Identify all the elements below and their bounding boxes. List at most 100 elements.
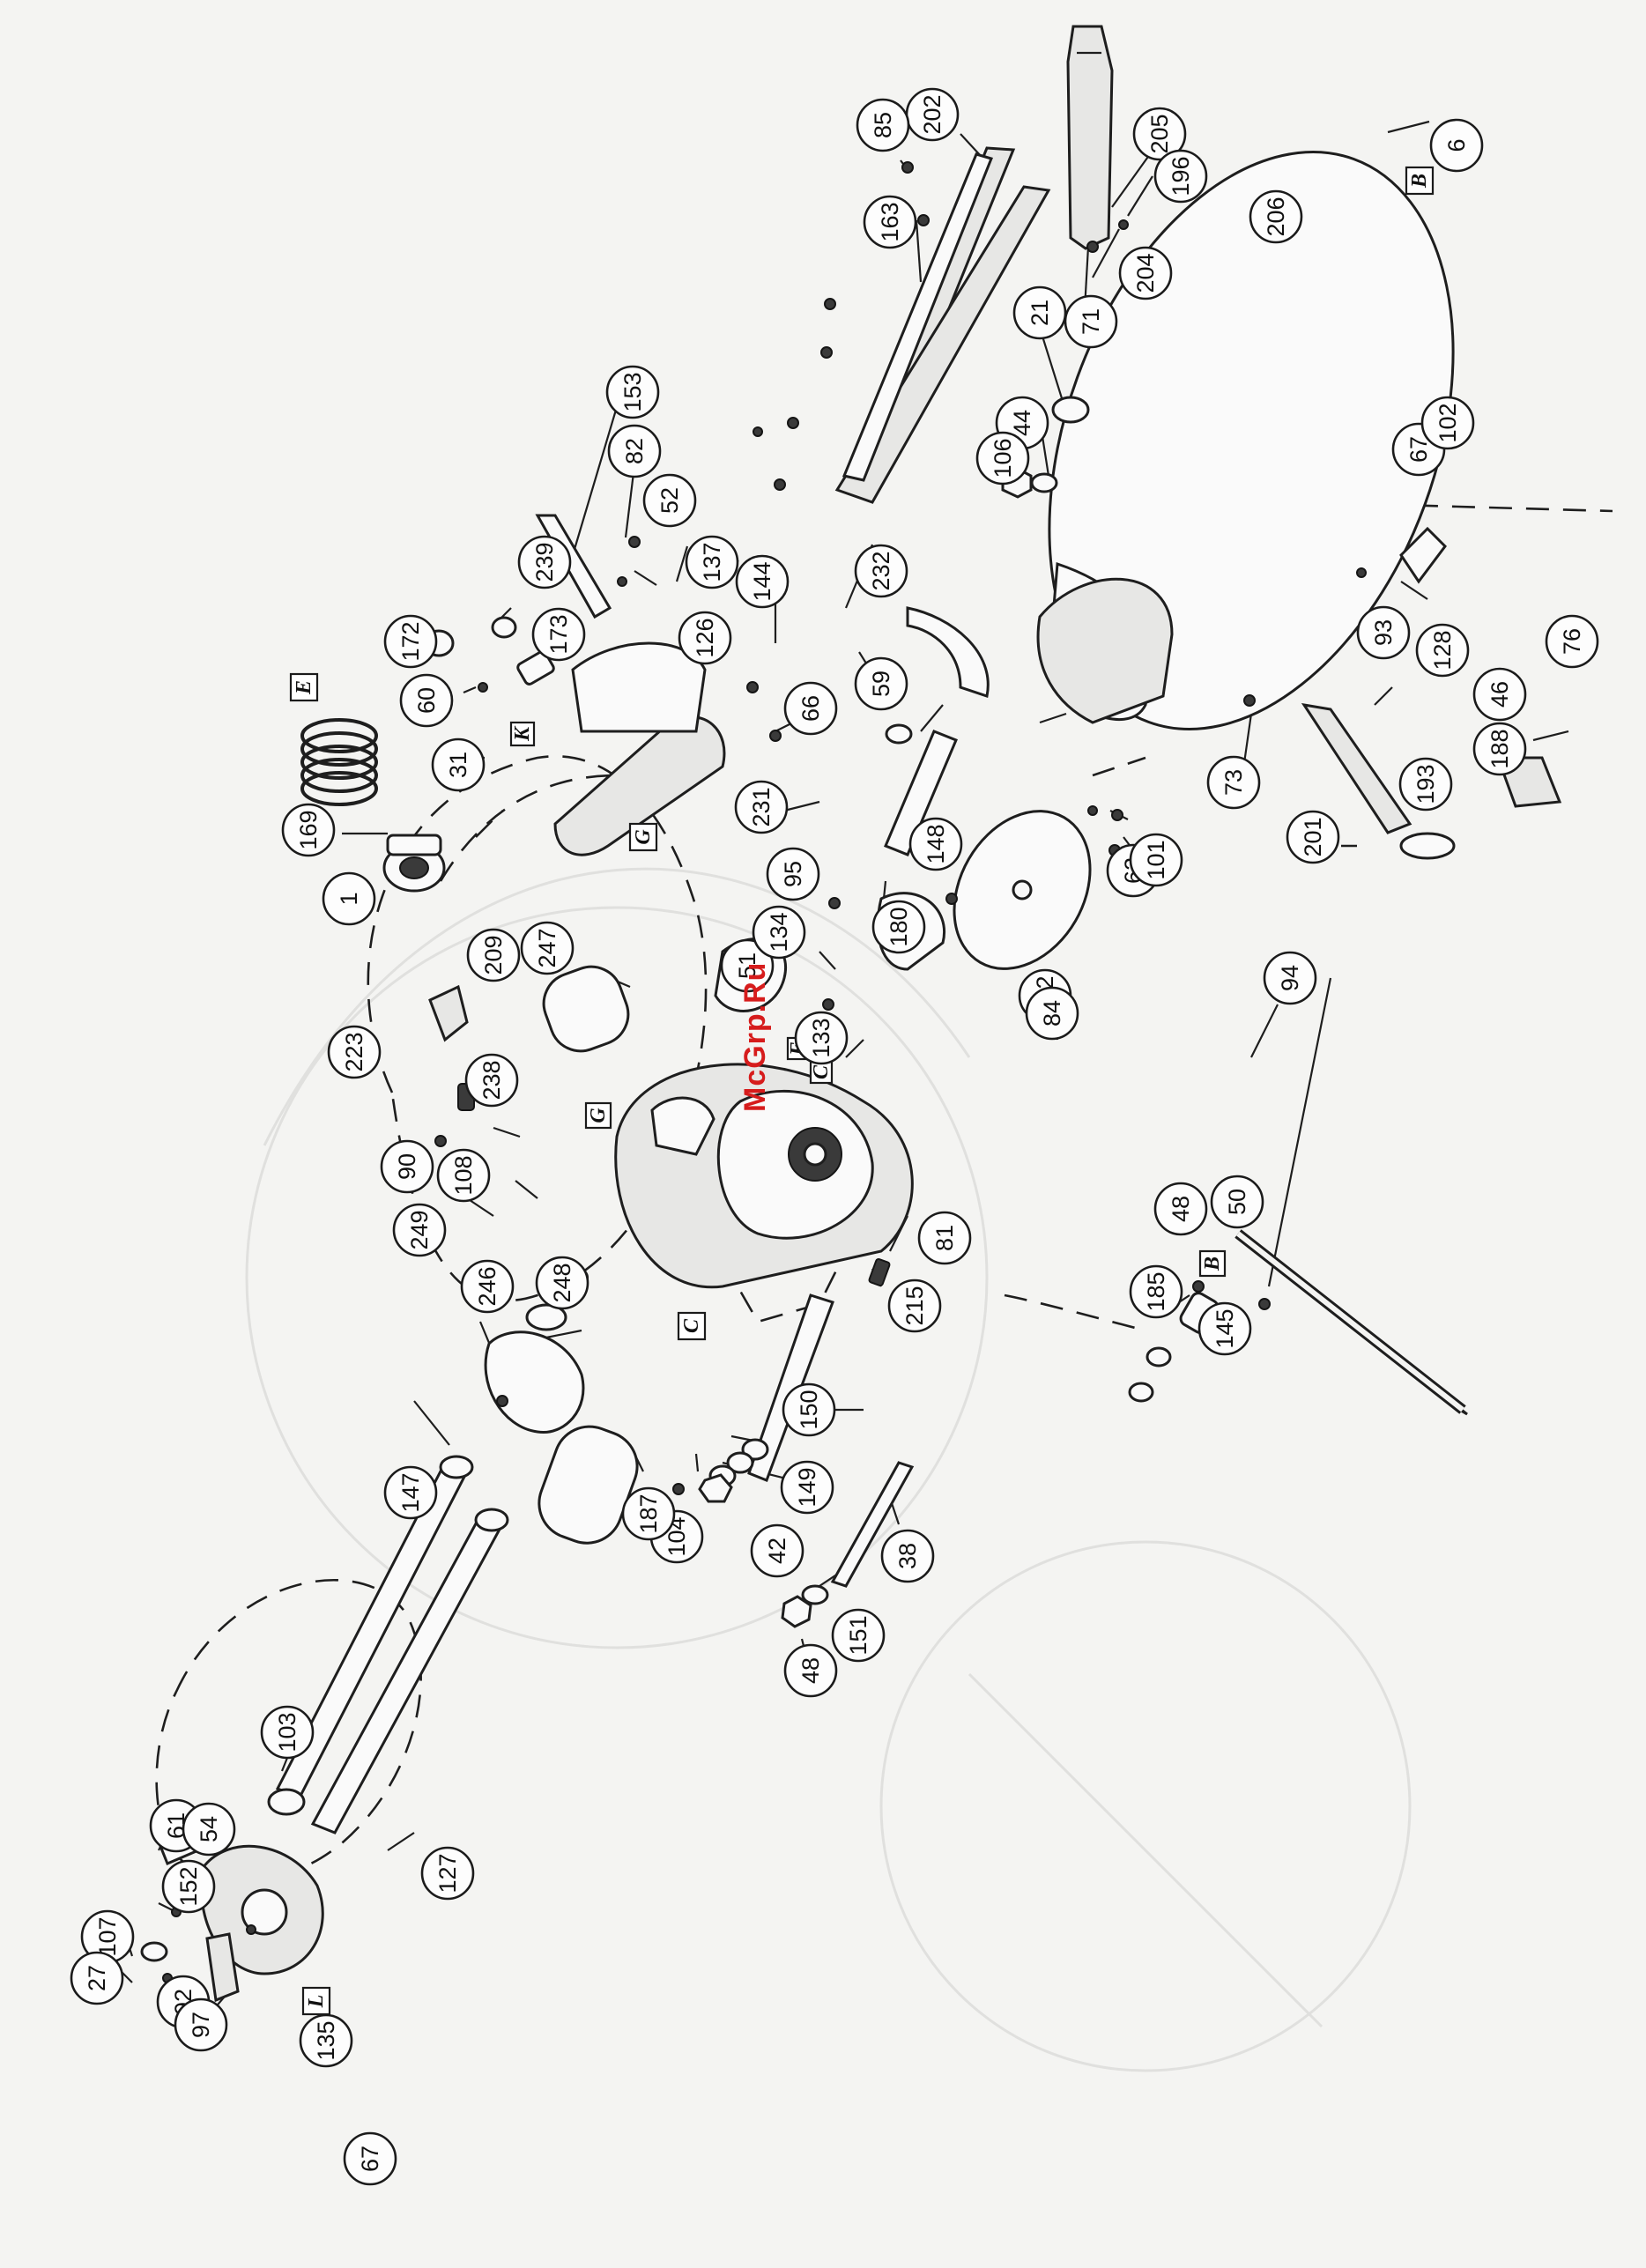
callout-number: 188 (1487, 729, 1513, 768)
callout-59: 59 (854, 656, 908, 711)
callout-126: 126 (678, 611, 732, 665)
callout-number: 163 (877, 202, 903, 241)
callout-circle (871, 900, 926, 954)
callout-number: 215 (901, 1286, 928, 1325)
callout-circle (605, 365, 660, 419)
callout-187: 187 (621, 1486, 676, 1541)
callout-number: 51 (734, 952, 760, 979)
callout-circle (383, 1465, 438, 1520)
callout-number: 84 (1039, 1000, 1065, 1027)
callout-205: 205 (1132, 107, 1187, 161)
callout-21: 21 (1012, 285, 1067, 340)
callout-number: 128 (1429, 630, 1456, 670)
callout-circle (431, 737, 486, 792)
callout-number: 135 (313, 2020, 339, 2060)
callout-46: 46 (1472, 667, 1527, 722)
callout-number: 247 (534, 928, 560, 967)
callout-circle (887, 1279, 942, 1333)
callout-circle (70, 1951, 124, 2005)
callout-number: 204 (1132, 253, 1159, 293)
callout-circle (782, 1382, 836, 1437)
callout-102: 102 (1420, 396, 1475, 450)
callout-circle (621, 1486, 676, 1541)
callout-151: 151 (831, 1608, 886, 1663)
callout-number: 202 (919, 94, 945, 134)
callout-circle (281, 803, 336, 857)
callout-196: 196 (1153, 149, 1208, 204)
callout-circle (1206, 755, 1261, 810)
callout-circle (322, 871, 376, 926)
watermark: McGrp.Ru (738, 961, 772, 1112)
callout-number: 60 (413, 687, 440, 714)
callout-180: 180 (871, 900, 926, 954)
callout-circle (1263, 951, 1317, 1005)
callout-number: 248 (549, 1263, 575, 1302)
callout-73: 73 (1206, 755, 1261, 810)
callout-152: 152 (161, 1859, 216, 1914)
callout-153: 153 (605, 365, 660, 419)
callout-number: 145 (1212, 1308, 1238, 1348)
callout-circle (392, 1203, 447, 1257)
reference-letter: C (677, 1311, 707, 1341)
callout-number: 6 (1443, 138, 1470, 152)
callout-76: 76 (1545, 614, 1599, 669)
callout-circle (975, 431, 1030, 485)
reference-letter: G (628, 822, 658, 852)
callout-number: 93 (1370, 619, 1397, 646)
callout-circle (783, 681, 838, 736)
callout-number: 85 (870, 112, 896, 138)
callout-90: 90 (380, 1139, 434, 1194)
callout-82: 82 (607, 424, 662, 478)
callout-145: 145 (1197, 1301, 1252, 1356)
callout-number: 180 (886, 907, 912, 946)
callout-number: 94 (1277, 965, 1303, 991)
callout-135: 135 (299, 2013, 353, 2068)
callout-number: 27 (84, 1965, 110, 1991)
callout-number: 48 (1168, 1196, 1194, 1222)
callout-circle (854, 656, 908, 711)
callout-number: 107 (94, 1916, 121, 1956)
callout-number: 108 (450, 1155, 477, 1195)
callout-150: 150 (782, 1382, 836, 1437)
callout-circle (1064, 294, 1118, 349)
callout-number: 196 (1168, 156, 1194, 196)
callout-249: 249 (392, 1203, 447, 1257)
callout-number: 144 (749, 561, 775, 601)
parts-drawings (108, 25, 1579, 2003)
svg-text:G: G (587, 1108, 610, 1123)
svg-text:G: G (632, 829, 655, 845)
callout-67: 67 (343, 2131, 397, 2186)
callout-number: 1 (336, 892, 362, 905)
callout-173: 173 (531, 607, 586, 662)
callout-circle (1249, 189, 1303, 244)
callout-circle (380, 1139, 434, 1194)
callout-circle (1415, 623, 1470, 678)
callout-239: 239 (517, 535, 572, 589)
callout-193: 193 (1398, 757, 1453, 812)
callout-circle (607, 424, 662, 478)
callout-188: 188 (1472, 722, 1527, 776)
callout-232: 232 (854, 544, 908, 598)
callout-circle (174, 1997, 228, 2052)
callout-circle (685, 535, 739, 589)
reference-letter: G (584, 1101, 612, 1130)
callout-51: 51 (720, 938, 775, 993)
callout-circle (399, 673, 454, 728)
callout-number: 127 (434, 1853, 461, 1893)
callout-number: 21 (1027, 300, 1053, 326)
callout-circle (854, 544, 908, 598)
callout-81: 81 (917, 1211, 972, 1265)
callout-number: 172 (397, 621, 424, 661)
callout-circle (327, 1025, 382, 1079)
callout-93: 93 (1356, 605, 1411, 660)
callout-number: 44 (1009, 410, 1035, 436)
callout-215: 215 (887, 1279, 942, 1333)
callout-60: 60 (399, 673, 454, 728)
callout-number: 73 (1220, 769, 1247, 796)
callout-number: 238 (478, 1060, 505, 1100)
callout-number: 239 (531, 542, 558, 582)
callout-circle (1210, 1175, 1264, 1229)
callout-108: 108 (436, 1148, 491, 1203)
callout-circle (1545, 614, 1599, 669)
callout-number: 71 (1078, 308, 1104, 335)
